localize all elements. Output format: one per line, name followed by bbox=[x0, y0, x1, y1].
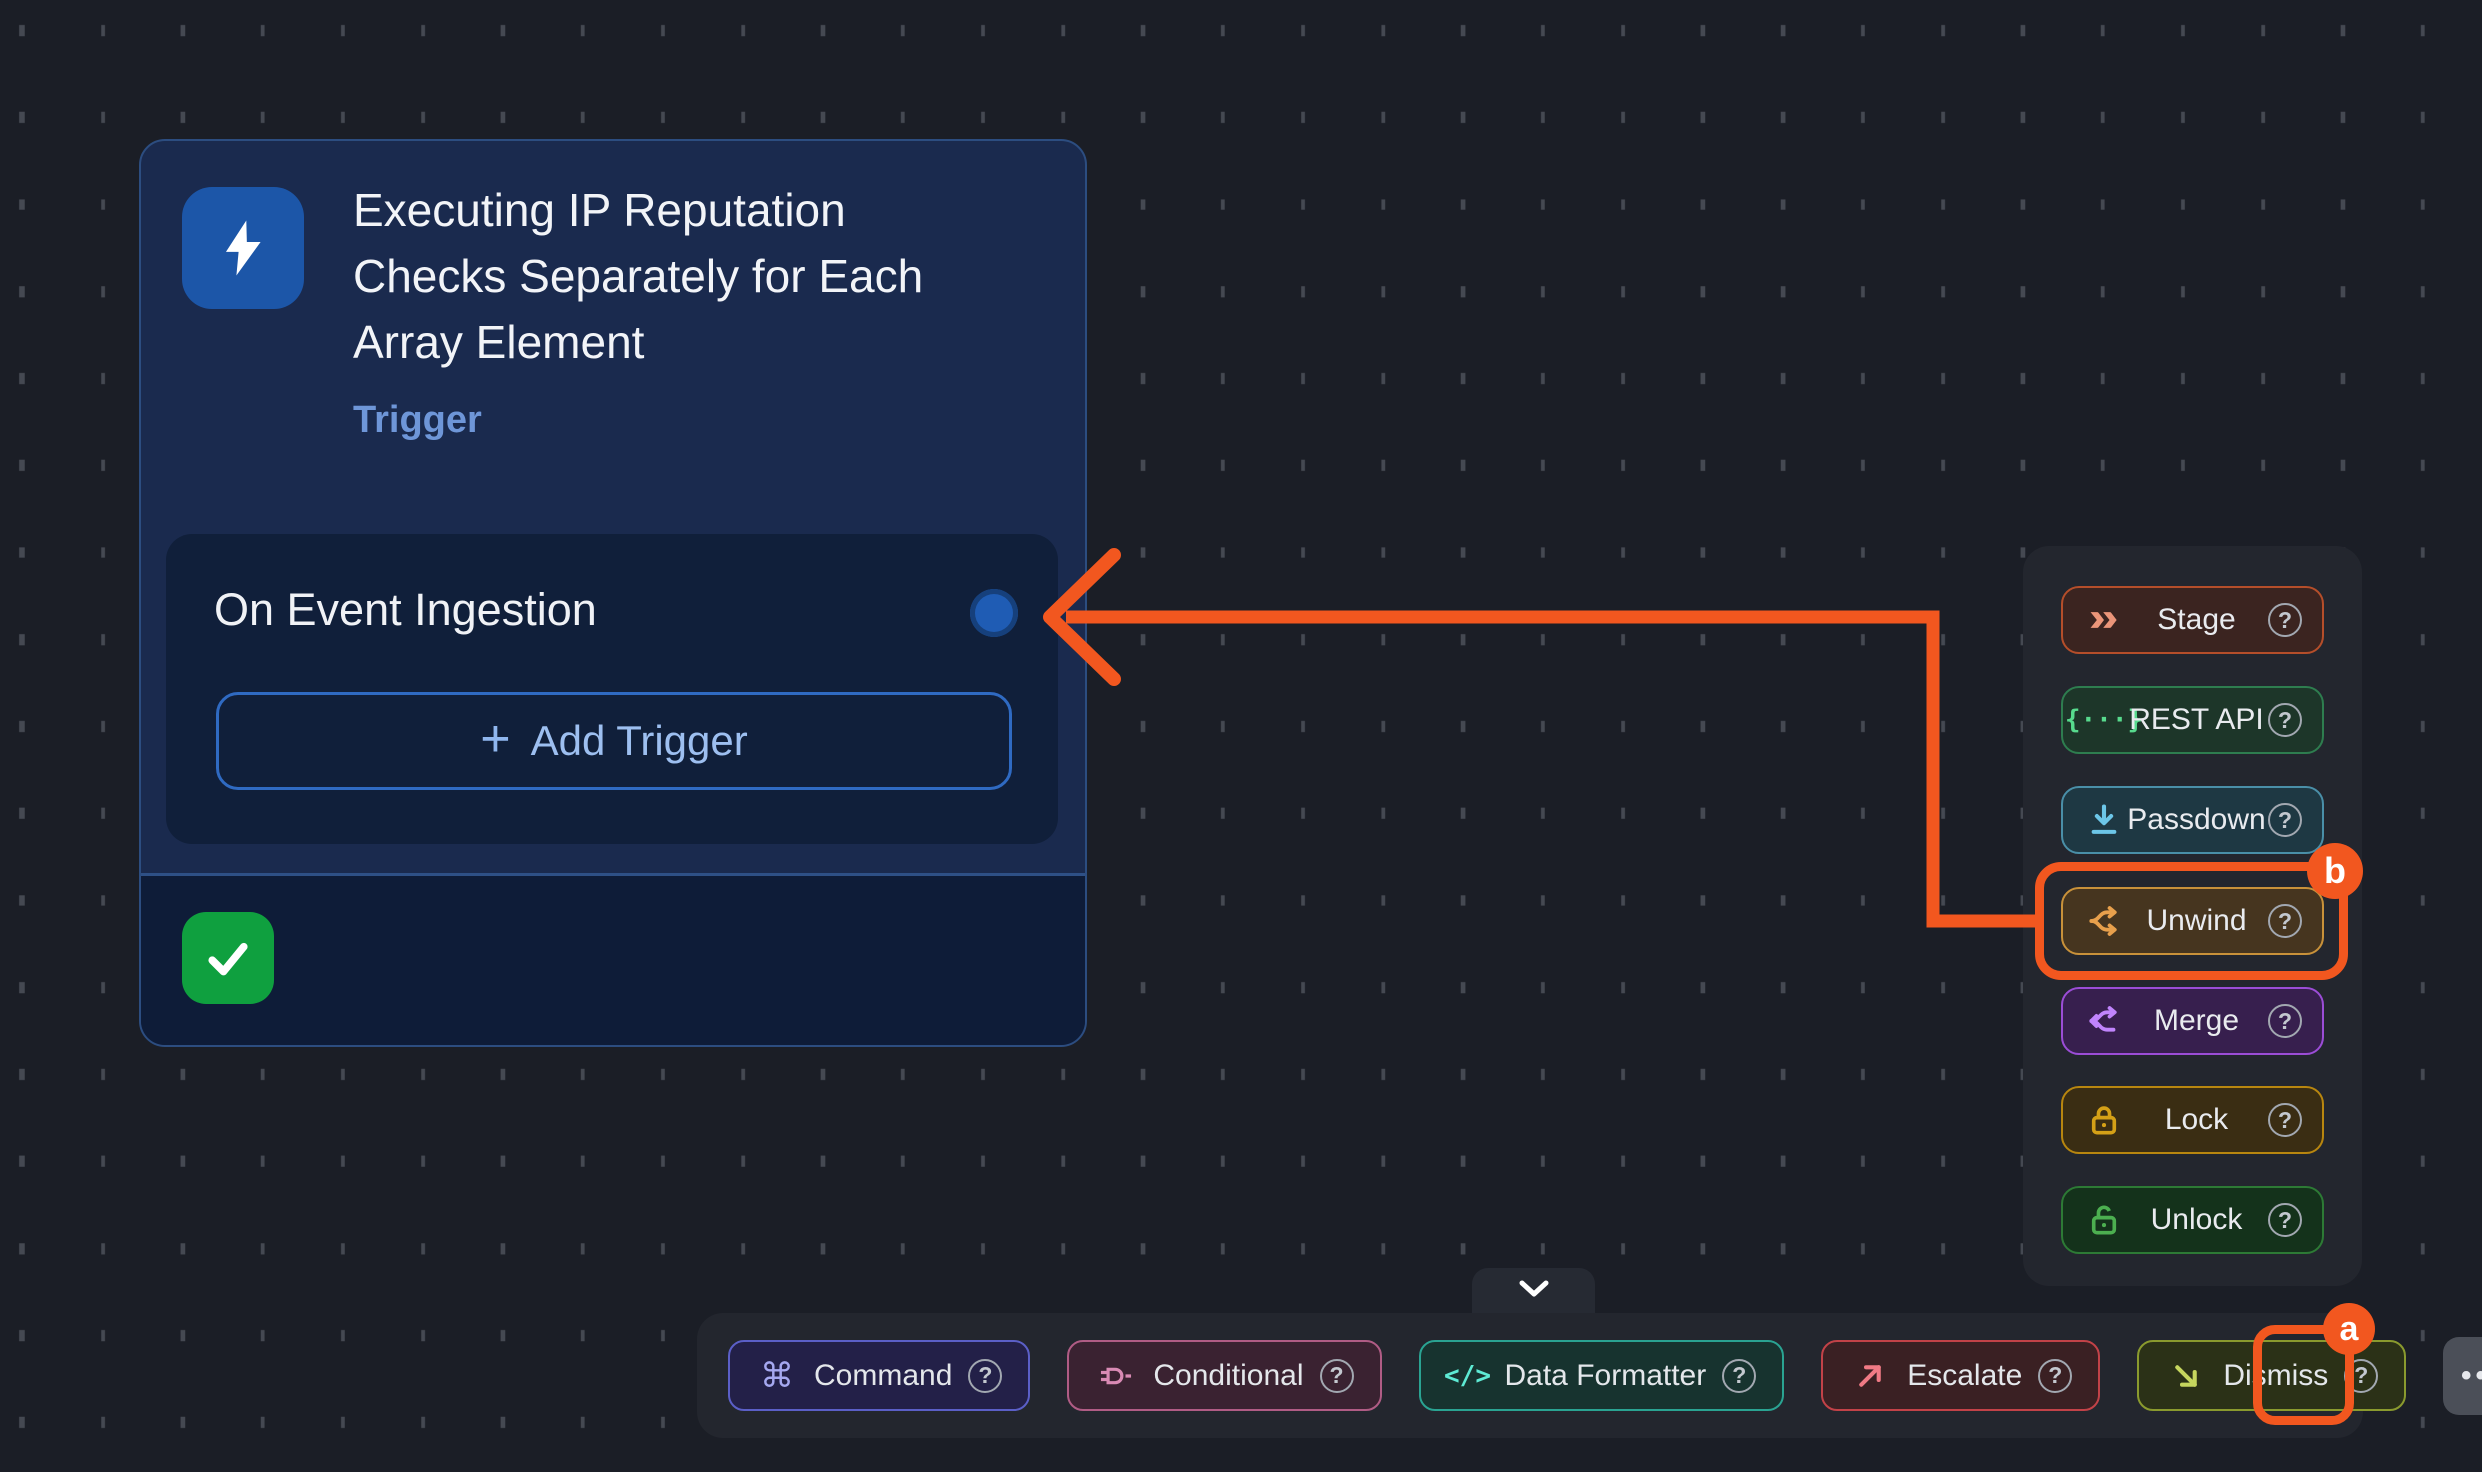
command-icon: ⌘ bbox=[760, 1355, 794, 1396]
help-icon[interactable]: ? bbox=[2268, 803, 2302, 837]
tool-command-button[interactable]: ⌘ Command ? bbox=[728, 1340, 1031, 1411]
action-label: Passdown bbox=[2127, 803, 2266, 836]
tool-label: Escalate bbox=[1907, 1358, 2023, 1392]
tool-label: Dismiss bbox=[2223, 1358, 2329, 1392]
help-icon[interactable]: ? bbox=[2268, 1004, 2302, 1038]
rest-api-icon: {···} bbox=[2064, 705, 2144, 735]
bottom-toolbar: ⌘ Command ? Conditional ? </> Data Forma… bbox=[697, 1313, 2482, 1438]
help-icon[interactable]: ? bbox=[2268, 703, 2302, 737]
action-label: Merge bbox=[2153, 1004, 2240, 1037]
trigger-node-panel: On Event Ingestion + Add Trigger bbox=[166, 534, 1058, 844]
action-label: Lock bbox=[2164, 1103, 2229, 1136]
chevron-down-icon bbox=[1514, 1276, 1554, 1307]
tool-data-formatter-button[interactable]: </> Data Formatter ? bbox=[1418, 1340, 1785, 1411]
action-lock-button[interactable]: Lock ? bbox=[2061, 1086, 2324, 1154]
card-title: Executing IP Reputation Checks Separatel… bbox=[353, 184, 924, 368]
action-label: Unwind bbox=[2146, 904, 2247, 937]
action-passdown-button[interactable]: Passdown ? bbox=[2061, 786, 2324, 854]
stage-icon bbox=[2083, 601, 2125, 639]
help-icon[interactable]: ? bbox=[2268, 603, 2302, 637]
tool-escalate-button[interactable]: Escalate ? bbox=[1821, 1340, 2101, 1411]
action-menu-panel: Stage ? {···} REST API ? Passdown ? Unwi… bbox=[2023, 546, 2362, 1286]
action-rest-api-button[interactable]: {···} REST API ? bbox=[2061, 686, 2324, 754]
lightning-icon bbox=[182, 187, 304, 309]
card-type-label: Trigger bbox=[353, 399, 482, 441]
add-trigger-label: Add Trigger bbox=[530, 717, 748, 764]
help-icon[interactable]: ? bbox=[1319, 1358, 1354, 1393]
escalate-icon bbox=[1849, 1357, 1891, 1395]
action-stage-button[interactable]: Stage ? bbox=[2061, 586, 2324, 654]
help-icon[interactable]: ? bbox=[2038, 1358, 2073, 1393]
action-unlock-button[interactable]: Unlock ? bbox=[2061, 1186, 2324, 1254]
tool-label: Command bbox=[814, 1358, 953, 1392]
card-status-footer bbox=[141, 873, 1085, 1045]
dismiss-icon bbox=[2165, 1357, 2207, 1395]
action-label: REST API bbox=[2129, 703, 2264, 736]
trigger-card[interactable]: Executing IP Reputation Checks Separatel… bbox=[139, 139, 1087, 1047]
plus-icon: + bbox=[480, 710, 511, 768]
action-label: Unlock bbox=[2150, 1203, 2243, 1236]
tool-conditional-button[interactable]: Conditional ? bbox=[1067, 1340, 1382, 1411]
conditional-icon bbox=[1095, 1357, 1137, 1395]
action-unwind-button[interactable]: Unwind ? bbox=[2061, 887, 2324, 955]
unlock-icon bbox=[2083, 1201, 2125, 1239]
help-icon[interactable]: ? bbox=[2268, 1103, 2302, 1137]
help-icon[interactable]: ? bbox=[1722, 1358, 1757, 1393]
merge-icon bbox=[2083, 1002, 2125, 1040]
annotation-badge-b: b bbox=[2307, 843, 2363, 899]
help-icon[interactable]: ? bbox=[968, 1358, 1003, 1393]
ellipsis-icon: ••• bbox=[2461, 1358, 2482, 1392]
code-icon: </> bbox=[1444, 1360, 1491, 1391]
help-icon[interactable]: ? bbox=[2344, 1358, 2379, 1393]
more-actions-button[interactable]: ••• bbox=[2443, 1336, 2482, 1415]
help-icon[interactable]: ? bbox=[2268, 904, 2302, 938]
tool-label: Data Formatter bbox=[1504, 1358, 1707, 1392]
tool-dismiss-button[interactable]: Dismiss ? bbox=[2137, 1340, 2407, 1411]
lock-icon bbox=[2083, 1101, 2125, 1139]
action-merge-button[interactable]: Merge ? bbox=[2061, 987, 2324, 1055]
node-output-port[interactable] bbox=[970, 589, 1018, 637]
trigger-node-label: On Event Ingestion bbox=[214, 584, 597, 635]
checkmark-icon bbox=[182, 912, 274, 1004]
help-icon[interactable]: ? bbox=[2268, 1203, 2302, 1237]
action-label: Stage bbox=[2157, 603, 2236, 636]
annotation-badge-a: a bbox=[2323, 1303, 2375, 1355]
add-trigger-button[interactable]: + Add Trigger bbox=[216, 692, 1012, 790]
unwind-icon bbox=[2083, 902, 2125, 940]
passdown-icon bbox=[2083, 801, 2125, 839]
tool-label: Conditional bbox=[1153, 1358, 1304, 1392]
toolbar-expander-button[interactable] bbox=[1472, 1268, 1595, 1318]
